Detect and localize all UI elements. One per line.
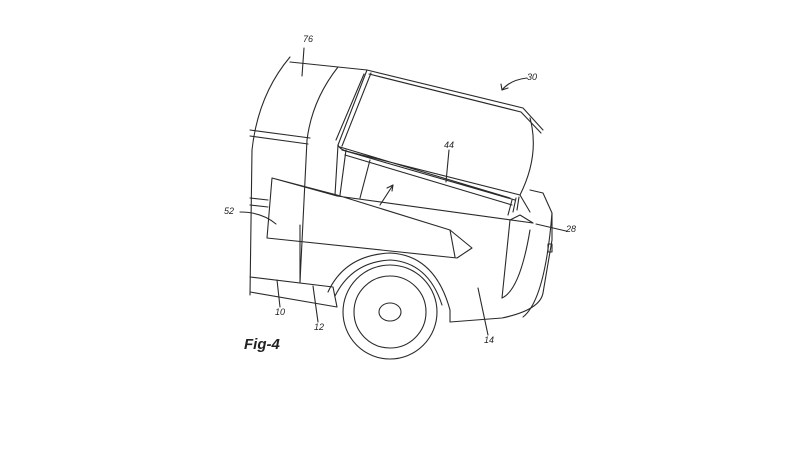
bumper xyxy=(501,212,553,318)
tail-knob xyxy=(547,243,553,253)
cab-outline xyxy=(249,56,291,296)
cover-front-edge xyxy=(335,69,372,147)
wheel-hub xyxy=(378,302,402,322)
panel-52 xyxy=(266,177,534,259)
bed-lower-lines xyxy=(249,224,338,308)
bed-interior xyxy=(334,144,371,199)
label-52: 52 xyxy=(224,206,235,216)
figure-caption: Fig-4 xyxy=(244,336,280,353)
cab-beltline xyxy=(249,129,311,145)
cab-lower-line xyxy=(249,197,269,208)
wheel-rim xyxy=(353,275,427,349)
label-14: 14 xyxy=(484,335,495,345)
leader-lines xyxy=(239,47,567,336)
label-12: 12 xyxy=(314,322,325,332)
label-76: 76 xyxy=(303,34,314,44)
rear-quarter xyxy=(449,189,553,323)
label-28: 28 xyxy=(566,224,577,234)
cab-pillar xyxy=(299,66,339,283)
label-44: 44 xyxy=(444,140,455,150)
cover-lower-edge xyxy=(337,144,531,213)
cover-top-edge xyxy=(366,69,544,134)
label-10: 10 xyxy=(275,307,286,317)
panel-fold xyxy=(449,229,456,258)
wheel-arch xyxy=(327,252,451,311)
cab-roof-line xyxy=(289,61,368,71)
cover-right-edge xyxy=(519,117,534,196)
arrow xyxy=(379,184,394,206)
label-30: 30 xyxy=(527,72,538,82)
cover-ribs xyxy=(507,196,520,216)
wheel-tire xyxy=(342,264,438,360)
arrow-30-head xyxy=(500,83,509,91)
